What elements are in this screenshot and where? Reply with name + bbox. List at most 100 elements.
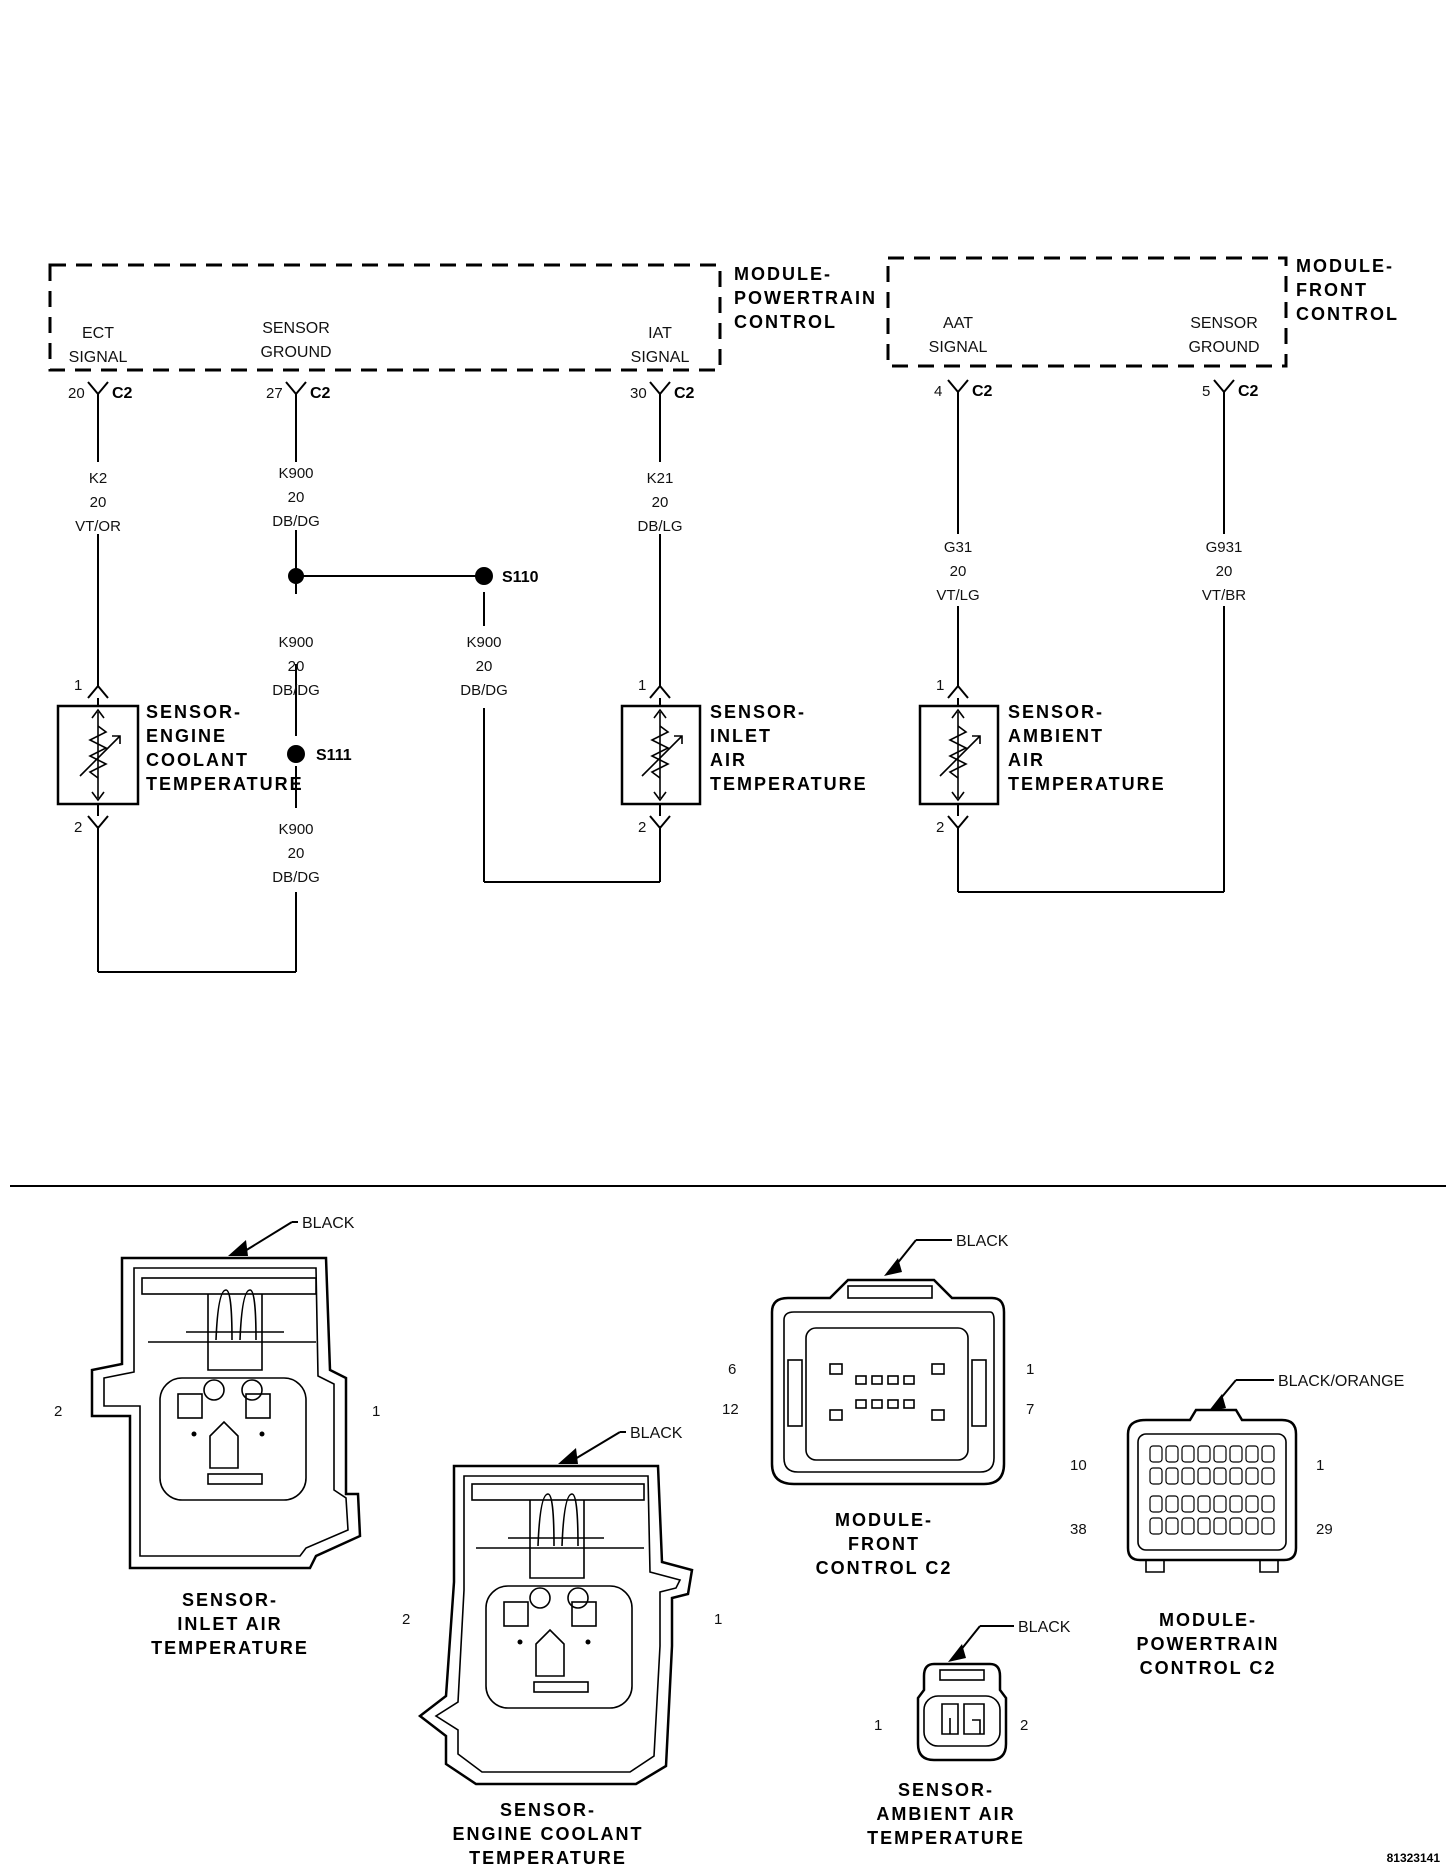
fcm-module: MODULE- FRONT CONTROL AAT SIGNAL SENSOR … <box>886 256 1399 368</box>
connector-id: C2 <box>1238 383 1259 400</box>
fcm-module-outline <box>886 256 1288 368</box>
sensor-ect-title-1: SENSOR- <box>146 702 242 722</box>
pcm-title-2: POWERTRAIN <box>734 288 877 308</box>
wire-g931-id: G931 <box>1206 539 1243 556</box>
fcm-title-1: MODULE- <box>1296 256 1394 276</box>
connector-ect-view: BLACK 2 1 SENSOR- ENGINE COOLANT TEMPERA… <box>402 1425 722 1868</box>
aat-signal-label-2: SIGNAL <box>929 339 988 356</box>
arrow-icon <box>1208 1394 1226 1412</box>
pin-number: 2 <box>402 1611 410 1628</box>
connector-housing <box>417 1464 694 1786</box>
connector-aat-title-2: AMBIENT AIR <box>876 1804 1015 1824</box>
wires <box>97 392 1225 973</box>
wire-k900-color: DB/DG <box>272 513 320 530</box>
pin-number: 6 <box>728 1361 736 1378</box>
terminal-2 <box>177 1393 203 1419</box>
terminal-2 <box>503 1601 529 1627</box>
pin-number: 1 <box>936 677 944 694</box>
splice-dot <box>288 568 304 584</box>
connector-fork-icon <box>947 815 969 830</box>
pcm-title-3: CONTROL <box>734 312 837 332</box>
arrow-icon <box>228 1240 248 1256</box>
wire-k21-gauge: 20 <box>652 494 669 511</box>
arrow-icon <box>91 708 105 802</box>
terminal-7 <box>931 1409 945 1421</box>
connector-fcm-title-3: CONTROL C2 <box>816 1558 953 1578</box>
latch-spring-icon <box>537 1493 579 1547</box>
connector-id: C2 <box>310 385 331 402</box>
pin-number: 2 <box>936 819 944 836</box>
sensor-iat-title-2: INLET <box>710 726 772 746</box>
fcm-title-2: FRONT <box>1296 280 1368 300</box>
terminal-1 <box>571 1601 597 1627</box>
ect-signal-label-1: ECT <box>82 325 114 342</box>
connector-fork-icon <box>947 684 969 699</box>
splice-dot <box>475 567 493 585</box>
terminal-cavity-outline <box>159 1377 307 1501</box>
pcm-module-outline <box>48 263 722 372</box>
connector-fork-icon <box>649 815 671 830</box>
aat-signal-label-1: AAT <box>943 315 973 332</box>
wire-k2-id: K2 <box>89 470 107 487</box>
keying-icon <box>535 1628 565 1677</box>
wire-k900-id: K900 <box>278 465 313 482</box>
thermistor-box <box>620 704 702 806</box>
connector-fcm-title-1: MODULE- <box>835 1510 933 1530</box>
variable-arrow-icon <box>939 735 981 777</box>
splice-dot <box>287 745 305 763</box>
connector-aat-title-1: SENSOR- <box>898 1780 994 1800</box>
pin-number: 5 <box>1202 383 1210 400</box>
wire-g31-gauge: 20 <box>950 563 967 580</box>
wire-labels: K2 20 VT/OR K900 20 DB/DG K21 20 DB/LG K… <box>75 465 1246 886</box>
connector-iat-title-3: TEMPERATURE <box>151 1638 309 1658</box>
variable-arrow-icon <box>79 735 121 777</box>
terminal-grid <box>1149 1445 1275 1535</box>
terminal-6 <box>829 1363 843 1375</box>
wire-k900-branch-color: DB/DG <box>460 682 508 699</box>
connector-iat-title-1: SENSOR- <box>182 1590 278 1610</box>
connector-iat-view: BLACK 2 1 SENSOR- INLET AIR TEMPERATURE <box>54 1215 380 1658</box>
arrow-icon <box>951 708 965 802</box>
terminal-cavity-outline <box>923 1695 1001 1747</box>
connector-fork-icon <box>1213 379 1235 394</box>
fcm-title-3: CONTROL <box>1296 304 1399 324</box>
wire-g931-gauge: 20 <box>1216 563 1233 580</box>
connector-pcm-title-2: POWERTRAIN <box>1137 1634 1280 1654</box>
wire-g931-color: VT/BR <box>1202 587 1246 604</box>
pin-number: 1 <box>1026 1361 1034 1378</box>
connector-id: C2 <box>972 383 993 400</box>
pin-number: 1 <box>74 677 82 694</box>
ect-signal-label-2: SIGNAL <box>69 349 128 366</box>
wire-k900-branch-gauge: 20 <box>476 658 493 675</box>
sensor-ground-label-1: SENSOR <box>262 320 330 337</box>
connector-iat-title-2: INLET AIR <box>177 1614 282 1634</box>
pcm-pin-27: 27 C2 <box>266 381 331 402</box>
connector-housing <box>1126 1408 1298 1562</box>
pcm-pin-20: 20 C2 <box>68 381 133 402</box>
connector-fork-icon <box>947 379 969 394</box>
sensor-iat-title-3: AIR <box>710 750 747 770</box>
pcm-module: MODULE- POWERTRAIN CONTROL ECT SIGNAL SE… <box>48 263 877 372</box>
terminal-2 <box>963 1703 985 1735</box>
wire-k900-low-gauge: 20 <box>288 845 305 862</box>
pin-number: 30 <box>630 385 647 402</box>
variable-arrow-icon <box>641 735 683 777</box>
sensor-ect-title-4: TEMPERATURE <box>146 774 304 794</box>
resistor-icon <box>650 725 670 779</box>
connector-fork-icon <box>87 815 109 830</box>
connector-pcm-view: BLACK/ORANGE 10 38 1 29 MODULE- POWERTRA… <box>1070 1373 1404 1678</box>
connector-color-label: BLACK/ORANGE <box>1278 1373 1404 1390</box>
pin-number: 10 <box>1070 1457 1087 1474</box>
splice-s111-label: S111 <box>316 747 352 764</box>
connector-ect-title-2: ENGINE COOLANT <box>452 1824 643 1844</box>
connector-inner <box>103 1267 349 1557</box>
sensor-aat-title-2: AMBIENT <box>1008 726 1104 746</box>
pin-number: 1 <box>874 1717 882 1734</box>
terminal-cavity-outline <box>485 1585 633 1709</box>
pin-number: 38 <box>1070 1521 1087 1538</box>
pin-number: 20 <box>68 385 85 402</box>
pin-number: 2 <box>638 819 646 836</box>
sensor-ground-label-2: GROUND <box>260 344 331 361</box>
connector-housing <box>90 1256 362 1570</box>
